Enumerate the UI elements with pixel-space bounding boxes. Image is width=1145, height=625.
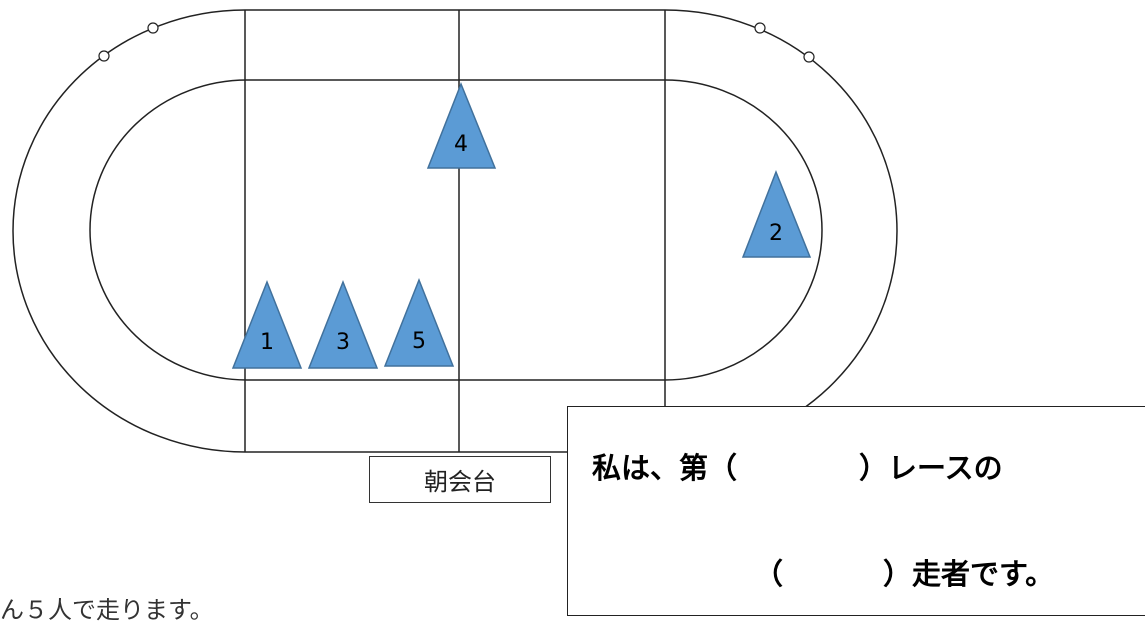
track-marker-circle [803,51,815,63]
cone-3-shape [307,279,379,369]
podium-box: 朝会台 [369,456,551,503]
cone-3-label: 3 [336,330,350,355]
cone-2-shape [741,169,812,258]
cone-1-label: 1 [260,330,274,355]
cone-5-label: 5 [412,329,426,354]
footer-text: ん５人で走ります。 [0,596,214,624]
answer-line-2-open: （ [754,557,784,591]
answer-line-2-suffix: ）走者です。 [883,557,1055,591]
answer-line-1-suffix: ）レースの [859,451,1003,485]
track-diagram: 1 3 5 4 2 [12,9,898,453]
track-marker-circle [147,22,159,34]
track-marker-circle [98,50,110,62]
cone-4-shape [426,81,497,169]
answer-box: 私は、第（ ）レースの （ ）走者です。 [567,406,1145,616]
answer-line-2: （ ）走者です。 [754,551,1054,593]
cone-1: 1 [231,279,303,369]
track-marker-circle [754,22,766,34]
cone-5-shape [383,277,455,367]
podium-label: 朝会台 [424,468,496,496]
cone-2-label: 2 [769,221,783,246]
cone-2: 2 [741,169,812,258]
cone-4-label: 4 [454,132,468,157]
answer-line-1-prefix: 私は、第（ [592,451,738,485]
cone-3: 3 [307,279,379,369]
cone-5: 5 [383,277,455,367]
answer-line-1: 私は、第（ ）レースの [592,445,1003,487]
cone-1-shape [231,279,303,369]
cone-4: 4 [426,81,497,169]
